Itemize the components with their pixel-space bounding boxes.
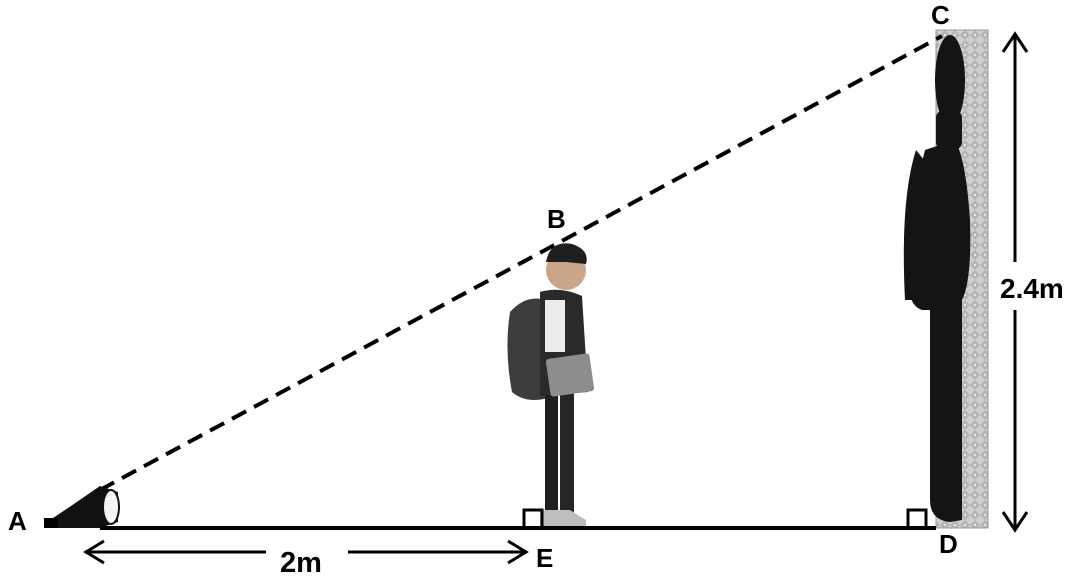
point-label-C: C bbox=[931, 0, 950, 30]
point-label-B: B bbox=[547, 204, 566, 234]
right-angle-marker-E bbox=[522, 508, 544, 530]
point-label-A: A bbox=[8, 506, 27, 536]
child-with-backpack-figure bbox=[507, 243, 595, 526]
base-distance-label: 2m bbox=[280, 547, 322, 579]
wall-height-label: 2.4m bbox=[1000, 273, 1064, 304]
point-label-D: D bbox=[939, 529, 958, 559]
shadow-silhouette bbox=[903, 35, 971, 522]
point-label-E: E bbox=[536, 543, 553, 573]
wall-height-arrow bbox=[1001, 31, 1029, 533]
flashlight-icon bbox=[44, 486, 120, 528]
light-ray-AC bbox=[99, 34, 943, 492]
right-angle-marker-D bbox=[906, 508, 928, 530]
base-distance-arrow bbox=[83, 539, 529, 565]
